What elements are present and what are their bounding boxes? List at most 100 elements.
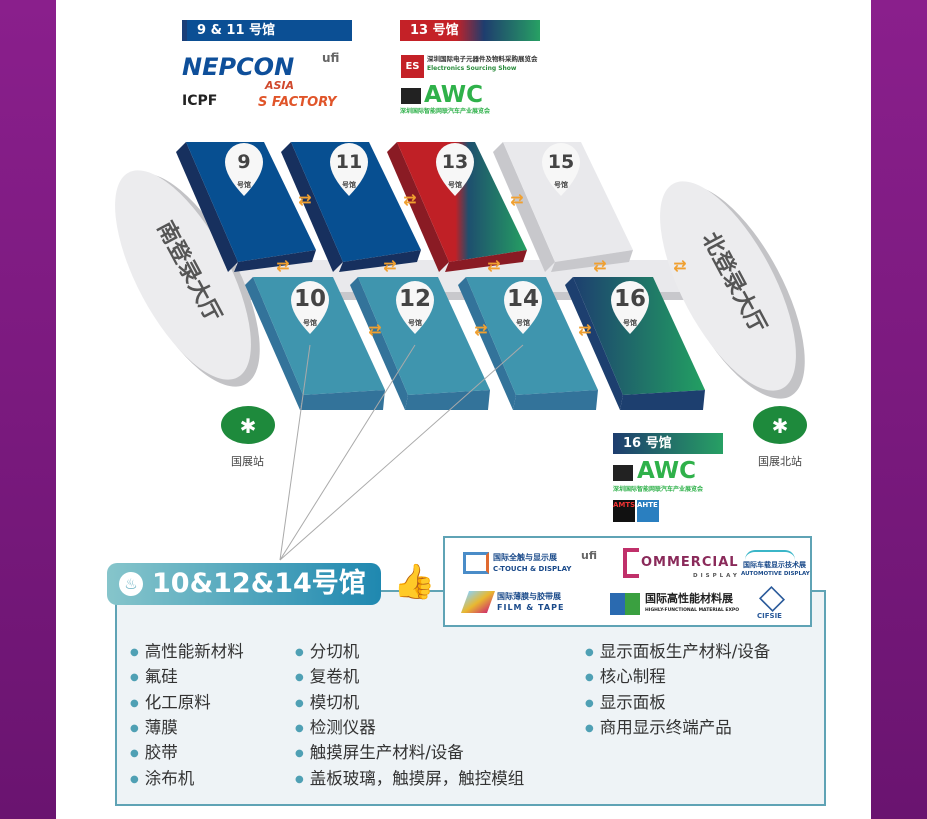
hall-unit: 号馆 — [623, 318, 637, 327]
category-item: 涂布机 — [130, 765, 195, 789]
hall-pin-icon — [436, 143, 474, 196]
icpf-logo: ICPF — [182, 93, 218, 109]
auto-cn: 国际车载显示技术展 — [743, 561, 806, 569]
hall-unit: 号馆 — [516, 318, 530, 327]
left-border — [0, 0, 56, 819]
hall-side — [350, 277, 408, 410]
hall-pin-icon — [504, 281, 542, 334]
hall-12-block — [358, 277, 490, 395]
awc-car-icon — [401, 88, 421, 104]
category-item: 高性能新材料 — [130, 638, 244, 662]
commercial-logo: OMMERCIAL — [641, 555, 739, 570]
es-show-logo: ES — [401, 55, 424, 78]
ctouch-en: C-TOUCH & DISPLAY — [493, 565, 572, 573]
category-item: 胶带 — [130, 739, 178, 763]
hall-front — [300, 390, 385, 410]
metro-icon-right: ✱ — [753, 406, 807, 444]
hall-15-block — [503, 142, 633, 262]
category-item: 薄膜 — [130, 714, 178, 738]
car-outline-icon — [745, 550, 795, 560]
hall-number: 13 — [442, 151, 468, 173]
hall-unit: 号馆 — [342, 180, 356, 189]
hall-unit: 号馆 — [448, 180, 462, 189]
nepcon-asia: ASIA — [265, 79, 295, 92]
awc-cn: 深圳国际智能网联汽车产业展览会 — [400, 108, 491, 115]
hall-front — [405, 390, 490, 410]
right-border — [871, 0, 927, 819]
category-item: 显示面板生产材料/设备 — [585, 638, 771, 662]
hall-front — [620, 390, 705, 410]
category-item: 分切机 — [295, 638, 360, 662]
tag-hall-13: 13 号馆 — [400, 20, 540, 41]
hall-unit: 号馆 — [303, 318, 317, 327]
film-en: FILM & TAPE — [497, 603, 565, 612]
exhibition-logos-box: 国际全触与显示展 C-TOUCH & DISPLAY ufi OMMERCIAL… — [443, 536, 812, 627]
connector-arrow-icon: ⇄ — [383, 256, 396, 275]
hall-number: 9 — [237, 151, 250, 173]
ufi-logo: ufi — [322, 51, 340, 65]
station-left-label: 国展站 — [231, 455, 264, 468]
hall-14-block — [466, 277, 598, 395]
film-cn: 国际薄膜与胶带展 — [497, 592, 561, 601]
hall-front — [513, 390, 598, 410]
hall-number: 15 — [548, 151, 574, 173]
nepcon-logo: NEPCON — [182, 53, 295, 81]
hall-pin-icon — [291, 281, 329, 334]
panel-title: ♨10&12&14号馆 — [107, 563, 381, 605]
tag-hall-9-11: 9 & 11 号馆 — [182, 20, 352, 41]
hall-side — [493, 142, 555, 272]
auto-en: AUTOMOTIVE DISPLAY — [741, 571, 810, 577]
connector-arrow-icon: ⇄ — [487, 256, 500, 275]
hall-pin-icon — [225, 143, 263, 196]
awc-logo-16: AWC — [637, 458, 697, 484]
panel-title-text: 10&12&14号馆 — [152, 568, 366, 599]
awc-logo: AWC — [424, 82, 484, 108]
commercial-sub: DISPLAY — [693, 573, 740, 579]
hfme-icon — [610, 593, 640, 615]
category-item: 触摸屏生产材料/设备 — [295, 739, 464, 763]
category-item: 模切机 — [295, 689, 360, 713]
tag-hall-16: 16 号馆 — [613, 433, 723, 454]
hall-number: 16 — [614, 286, 646, 312]
cifsie-icon — [758, 585, 786, 613]
category-item: 氟硅 — [130, 663, 178, 687]
thumbs-up-icon: 👍 — [393, 562, 436, 602]
hall-pin-icon — [330, 143, 368, 196]
connector-arrow-icon: ⇄ — [298, 190, 311, 209]
ahte-logo: AHTE — [637, 500, 659, 522]
south-lobby: 南登录大厅 — [115, 170, 260, 387]
ctouch-icon — [463, 552, 489, 574]
hall-side — [176, 142, 238, 272]
hall-16-block — [573, 277, 705, 395]
hfme-en: HIGHLY-FUNCTIONAL MATERIAL EXPO — [645, 608, 740, 613]
svg-text:✱: ✱ — [240, 414, 257, 438]
awc-car-icon — [613, 465, 633, 481]
connector-arrow-icon: ⇄ — [276, 256, 289, 275]
category-item: 检测仪器 — [295, 714, 376, 738]
hall-side — [245, 277, 303, 410]
es-show-en: Electronics Sourcing Show — [427, 65, 517, 72]
sfactory-logo: S FACTORY — [258, 95, 337, 110]
hall-unit: 号馆 — [237, 180, 251, 189]
hall-number: 11 — [336, 151, 362, 173]
category-item: 显示面板 — [585, 689, 666, 713]
hall-side — [458, 277, 516, 410]
hall-front — [445, 250, 527, 272]
hall-unit: 号馆 — [408, 318, 422, 327]
hall-number: 12 — [399, 286, 431, 312]
commercial-icon — [623, 548, 639, 578]
hall-front — [339, 250, 421, 272]
film-icon — [460, 591, 496, 613]
leader-lines — [279, 344, 524, 561]
awc-cn-16: 深圳国际智能网联汽车产业展览会 — [613, 486, 704, 493]
connector-arrow-icon: ⇄ — [578, 320, 591, 339]
connector-arrow-icon: ⇄ — [474, 320, 487, 339]
station-right-label: 国展北站 — [758, 455, 802, 468]
connector-arrow-icon: ⇄ — [673, 256, 686, 275]
connector-arrow-icon: ⇄ — [403, 190, 416, 209]
hall-pin-icon — [611, 281, 649, 334]
ufi-logo-2: ufi — [581, 549, 597, 562]
hall-front — [234, 250, 316, 272]
es-show-cn: 深圳国际电子元器件及物料采购展览会 — [427, 55, 538, 63]
hall-number: 14 — [507, 286, 539, 312]
